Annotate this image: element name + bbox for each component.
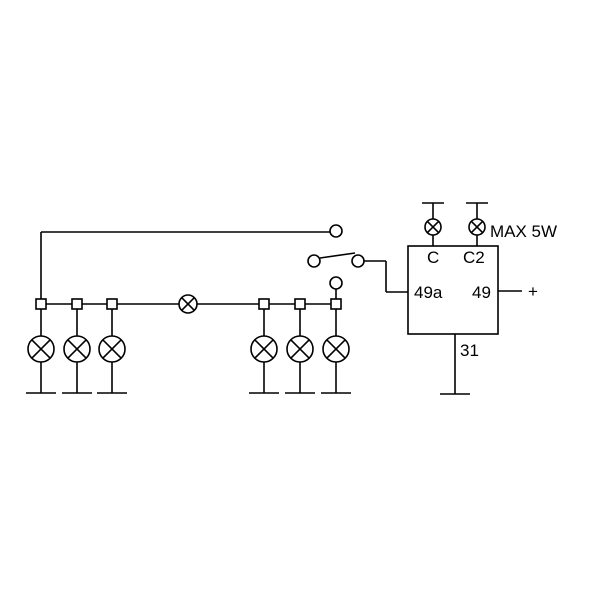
middle-lamp <box>178 294 198 314</box>
right-lamp-3 <box>321 298 351 394</box>
flasher-unit-body <box>407 245 499 335</box>
right-lamp-group <box>249 298 351 394</box>
indicator-lamp-c <box>422 202 444 246</box>
flasher-unit: C C2 49a 49 31 + <box>407 245 538 395</box>
switch-terminal-common-b[interactable] <box>351 254 365 268</box>
right-lamp-2 <box>285 298 315 394</box>
terminal-c2-label: C2 <box>463 248 485 267</box>
terminal-49a-label: 49a <box>414 283 443 302</box>
left-lamp-2 <box>62 298 92 394</box>
terminal-49-label: 49 <box>472 283 491 302</box>
right-lamp-1 <box>249 298 279 394</box>
switch-terminal-left[interactable] <box>329 224 343 238</box>
terminal-c-label: C <box>427 248 439 267</box>
left-lamp-1 <box>26 298 56 394</box>
supply-plus-label: + <box>528 282 538 301</box>
left-lamp-group <box>26 298 127 394</box>
terminal-31-label: 31 <box>460 341 479 360</box>
left-turn-feed <box>40 231 330 300</box>
left-lamp-3 <box>97 298 127 394</box>
switch-terminal-right[interactable] <box>329 276 343 290</box>
indicator-rating-label: MAX 5W <box>490 222 557 241</box>
turn-signal-switch[interactable] <box>307 224 408 300</box>
indicator-lamp-c2 <box>466 202 488 246</box>
switch-terminal-common-a[interactable] <box>307 254 321 268</box>
